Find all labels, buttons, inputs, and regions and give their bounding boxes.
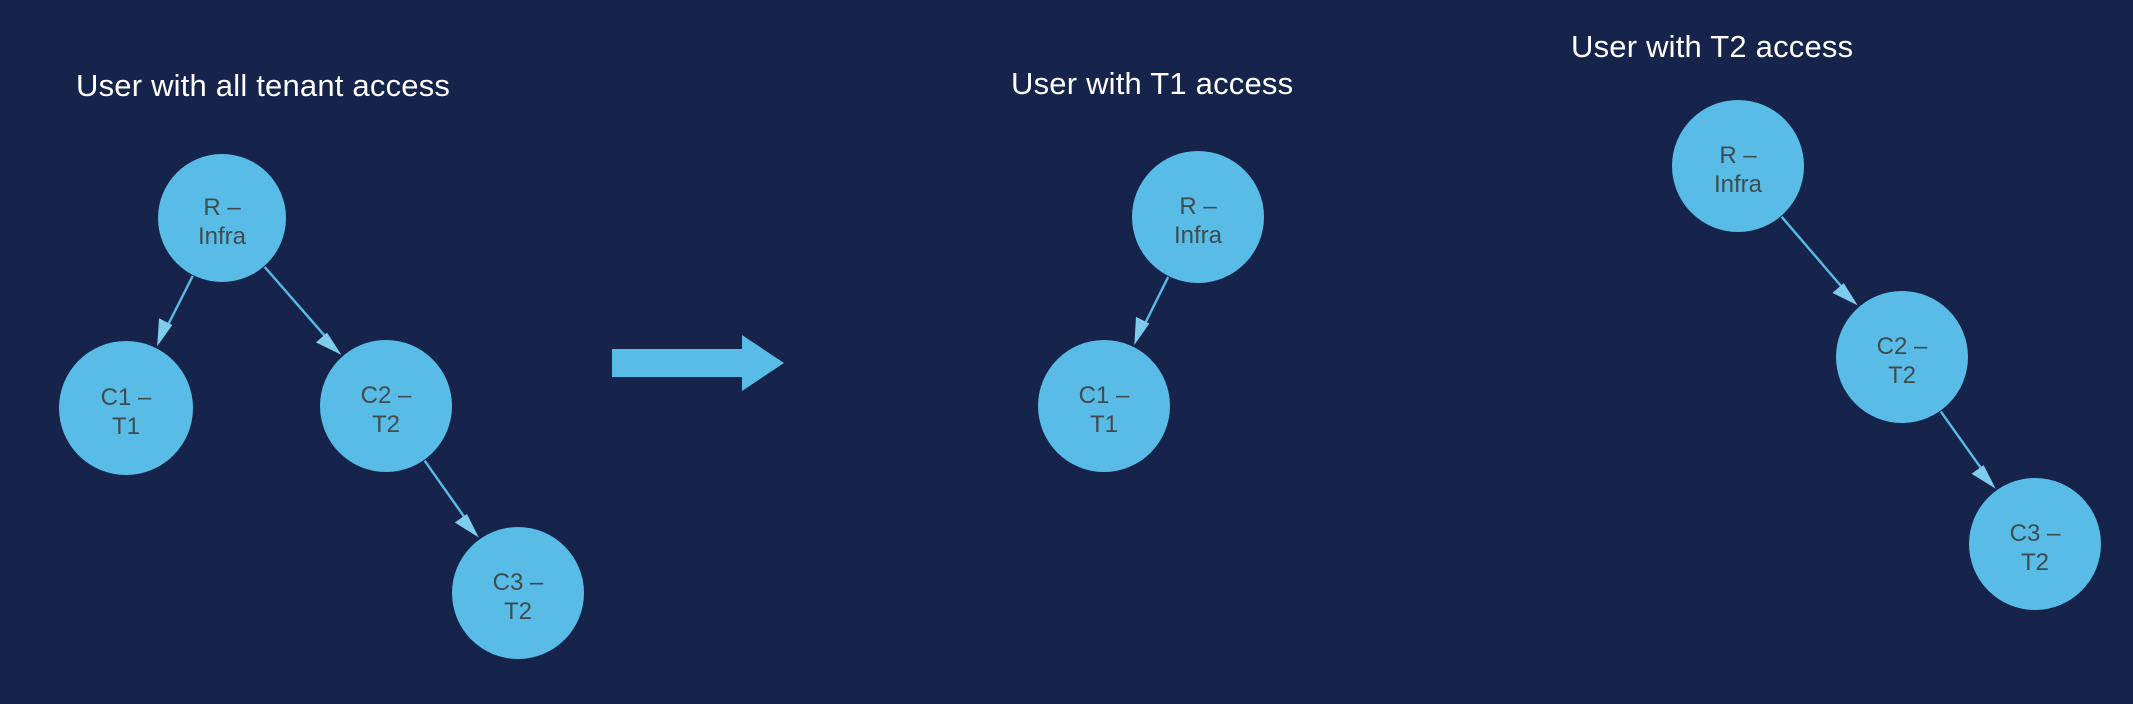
node-label: C3 –T2 [2010, 520, 2061, 576]
node-label: R –Infra [198, 194, 247, 250]
node-circle[interactable] [1672, 100, 1804, 232]
node-label-line1: C2 – [1877, 333, 1928, 360]
node-label-line1: C3 – [493, 569, 544, 596]
node-circle[interactable] [1836, 291, 1968, 423]
node-p1-c2[interactable]: C2 –T2 [320, 340, 452, 472]
node-circle[interactable] [452, 527, 584, 659]
node-label-line2: T1 [112, 413, 140, 440]
node-label: C1 –T1 [1079, 382, 1130, 438]
node-p3-c2[interactable]: C2 –T2 [1836, 291, 1968, 423]
edge-p2-root-to-p2-c1 [1134, 276, 1170, 346]
node-p1-c1[interactable]: C1 –T1 [59, 341, 193, 475]
node-p1-c3[interactable]: C3 –T2 [452, 527, 584, 659]
titles-layer: User with all tenant access User with T1 … [76, 29, 1853, 103]
edge-arrowhead-icon [454, 513, 479, 538]
node-label-line2: Infra [1174, 222, 1223, 249]
node-label: R –Infra [1714, 142, 1763, 198]
node-p3-root[interactable]: R –Infra [1672, 100, 1804, 232]
edge-line [1142, 276, 1170, 328]
node-circle[interactable] [59, 341, 193, 475]
edge-p1-c2-to-p1-c3 [423, 460, 479, 538]
edge-arrowhead-icon [1134, 316, 1150, 346]
node-circle[interactable] [1969, 478, 2101, 610]
flow-arrow-layer [612, 335, 784, 391]
node-p1-root[interactable]: R –Infra [158, 154, 286, 282]
node-circle[interactable] [1132, 151, 1264, 283]
edge-p1-root-to-p1-c2 [263, 266, 342, 355]
node-label-line2: Infra [1714, 171, 1763, 198]
node-label-line1: C1 – [1079, 382, 1130, 409]
node-label-line1: C1 – [101, 384, 152, 411]
edge-arrowhead-icon [315, 332, 342, 355]
node-label-line2: T2 [1888, 362, 1916, 389]
edge-line [263, 266, 330, 341]
node-label-line2: T2 [504, 598, 532, 625]
node-label-line1: R – [203, 194, 241, 221]
node-label-line2: Infra [198, 223, 247, 250]
node-circle[interactable] [320, 340, 452, 472]
node-p2-c1[interactable]: C1 –T1 [1038, 340, 1170, 472]
node-label: C2 –T2 [361, 382, 412, 438]
edge-line [423, 460, 469, 522]
node-p3-c3[interactable]: C3 –T2 [1969, 478, 2101, 610]
node-label-line2: T2 [2021, 549, 2049, 576]
right-arrow-icon [612, 335, 784, 391]
node-label-line1: C2 – [361, 382, 412, 409]
edge-line [1939, 410, 1985, 473]
node-label-line2: T2 [372, 411, 400, 438]
node-label: R –Infra [1174, 193, 1223, 249]
panel-title-panel-t2: User with T2 access [1571, 29, 1853, 64]
panel-title-panel-t1: User with T1 access [1011, 66, 1293, 101]
panel-title-panel-all-tenant: User with all tenant access [76, 68, 450, 103]
edge-arrowhead-icon [157, 318, 173, 347]
edge-p3-c2-to-p3-c3 [1939, 410, 1996, 489]
edge-arrowhead-icon [1971, 465, 1996, 489]
edges-layer [157, 216, 1996, 538]
node-label: C3 –T2 [493, 569, 544, 625]
node-label: C2 –T2 [1877, 333, 1928, 389]
edge-p1-root-to-p1-c1 [157, 275, 194, 347]
node-label: C1 –T1 [101, 384, 152, 440]
node-label-line2: T1 [1090, 411, 1118, 438]
node-circle[interactable] [158, 154, 286, 282]
edge-arrowhead-icon [1832, 283, 1858, 306]
edge-p3-root-to-p3-c2 [1780, 216, 1858, 306]
node-label-line1: C3 – [2010, 520, 2061, 547]
node-label-line1: R – [1719, 142, 1757, 169]
edge-line [165, 275, 194, 330]
node-label-line1: R – [1179, 193, 1217, 220]
node-p2-root[interactable]: R –Infra [1132, 151, 1264, 283]
node-circle[interactable] [1038, 340, 1170, 472]
edge-line [1780, 216, 1846, 292]
